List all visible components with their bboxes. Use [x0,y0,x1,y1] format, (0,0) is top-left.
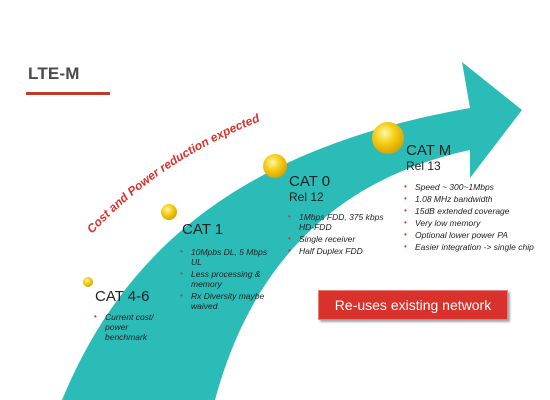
cat-1-label: CAT 1 [182,221,224,238]
bullet-item: Single receiver [288,234,398,244]
title-underline [26,92,110,95]
cat-1-bullets: 10Mpbs DL, 5 Mbps UL Less processing & m… [180,247,280,313]
milestone-dot-catm [372,122,404,154]
cat-0-bullets: 1Mbps FDD, 375 kbps HD-FDD Single receiv… [288,212,398,258]
milestone-dot-cat1 [161,204,177,220]
bullet-item: Easier integration -> single chip [404,242,549,252]
bullet-item: Speed ~ 300~1Mbps [404,182,549,192]
bullet-item: 1.08 MHz bandwidth [404,194,549,204]
bullet-item: Very low memory [404,218,549,228]
bullet-item: 1Mbps FDD, 375 kbps HD-FDD [288,212,398,232]
cat-m-bullets: Speed ~ 300~1Mbps 1.08 MHz bandwidth 15d… [404,182,549,254]
milestone-dot-cat0 [263,154,287,178]
cat-m-label: CAT M [406,142,452,159]
bullet-item: Rx Diversity maybe waived [180,291,280,311]
bullet-item: Current cost/ power benchmark [94,312,172,342]
reuse-network-banner: Re-uses existing network [318,290,508,320]
cat-4-6-bullets: Current cost/ power benchmark [94,312,172,344]
cat-0-release: Rel 12 [289,190,324,204]
bullet-item: Optional lower power PA [404,230,549,240]
cat-4-6-label: CAT 4-6 [95,288,150,305]
bullet-item: Less processing & memory [180,269,280,289]
bullet-item: Half Duplex FDD [288,246,398,256]
page-title: LTE-M [28,64,80,83]
bullet-item: 10Mpbs DL, 5 Mbps UL [180,247,280,267]
cat-0-label: CAT 0 [289,173,331,190]
milestone-dot-cat4-6 [83,277,93,287]
cat-m-release: Rel 13 [406,159,441,173]
bullet-item: 15dB extended coverage [404,206,549,216]
